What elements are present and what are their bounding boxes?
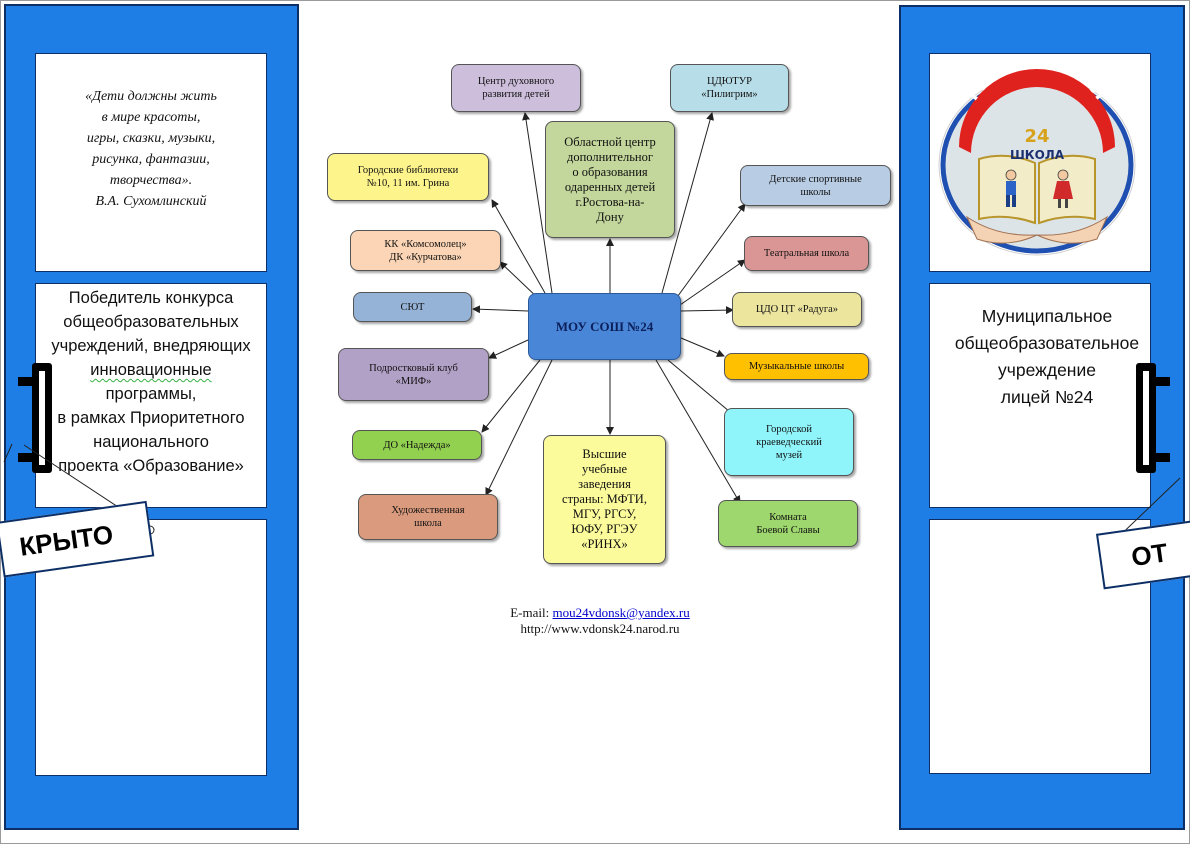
winner-text: Победитель конкурса общеобразовательных … — [25, 286, 277, 478]
right-sign-text: ОТ — [1129, 536, 1170, 572]
handle-top-post — [1150, 377, 1170, 386]
muni-line: учреждение — [998, 360, 1096, 380]
winner-line: учреждений, внедряющих — [51, 337, 251, 355]
winner-line: в рамках Приоритетного — [57, 409, 245, 427]
sukhomlinsky-quote: «Дети должны жить в мире красоты, игры, … — [40, 86, 262, 212]
node-nadezhda: ДО «Надежда» — [352, 430, 482, 460]
handle-bottom-post — [1150, 453, 1170, 462]
quote-line: рисунка, фантазии, — [92, 152, 210, 167]
winner-line: проекта «Образование» — [58, 457, 244, 475]
node-museum: Городской краеведческий музей — [724, 408, 854, 476]
email-link[interactable]: mou24vdonsk@yandex.ru — [552, 605, 690, 620]
node-sports-schools: Детские спортивные школы — [740, 165, 891, 206]
quote-line: в мире красоты, — [101, 110, 201, 125]
node-mif-club: Подростковый клуб «МИФ» — [338, 348, 489, 401]
node-glory-room: Комната Боевой Славы — [718, 500, 858, 547]
school-logo: МЕЧТАТЕЛИ 24 ШКОЛА — [937, 48, 1137, 257]
handle-top-post — [18, 377, 40, 386]
left-upper-pane — [35, 53, 267, 272]
email-label: E-mail: — [510, 605, 550, 620]
node-art-school: Художественная школа — [358, 494, 498, 540]
muni-line: лицей №24 — [1000, 387, 1094, 407]
logo-school: ШКОЛА — [1010, 148, 1065, 162]
muni-line: общеобразовательное — [954, 333, 1140, 353]
winner-line: Победитель конкурса — [68, 289, 234, 307]
muni-line: Муниципальное — [981, 306, 1113, 326]
node-syut: СЮТ — [353, 292, 472, 322]
quote-line: игры, сказки, музыки, — [86, 131, 216, 146]
center-node-mou-sosh-24: МОУ СОШ №24 — [528, 293, 681, 360]
quote-author: В.А. Сухомлинский — [95, 194, 207, 209]
winner-line: инновационные — [90, 361, 212, 379]
winner-line: национального — [93, 433, 209, 451]
left-sign-text: КРЫТО — [17, 518, 115, 562]
node-spiritual-center: Центр духовного развития детей — [451, 64, 581, 112]
logo-number: 24 — [1024, 126, 1049, 147]
handle-bar-inner — [1143, 371, 1149, 465]
website-line[interactable]: http://www.vdonsk24.narod.ru — [520, 621, 680, 636]
node-higher-education: Высшие учебные заведения страны: МФТИ, М… — [543, 435, 666, 564]
node-tsdyutur: ЦДЮТУР «Пилигрим» — [670, 64, 789, 112]
contact-info: E-mail: mou24vdonsk@yandex.ru http://www… — [450, 605, 750, 637]
quote-line: «Дети должны жить — [85, 89, 217, 104]
right-door-handle[interactable] — [1134, 363, 1170, 473]
node-theatre-school: Театральная школа — [744, 236, 869, 271]
node-music-schools: Музыкальные школы — [724, 353, 869, 380]
right-middle-pane — [929, 283, 1151, 508]
node-raduga: ЦДО ЦТ «Радуга» — [732, 292, 862, 327]
node-kk-komsomolets: КК «Комсомолец» ДК «Курчатова» — [350, 230, 501, 271]
email-line: E-mail: mou24vdonsk@yandex.ru — [450, 605, 750, 621]
winner-line: общеобразовательных — [63, 313, 239, 331]
left-door-handle[interactable] — [18, 363, 54, 473]
winner-line: программы, — [105, 385, 197, 403]
handle-bar-inner — [39, 371, 45, 465]
node-libraries: Городские библиотеки №10, 11 им. Грина — [327, 153, 489, 201]
node-regional-center: Областной центр дополнительног о образов… — [545, 121, 675, 238]
municipal-text: Муниципальное общеобразовательное учрежд… — [929, 303, 1165, 411]
quote-line: творчества». — [109, 173, 193, 188]
